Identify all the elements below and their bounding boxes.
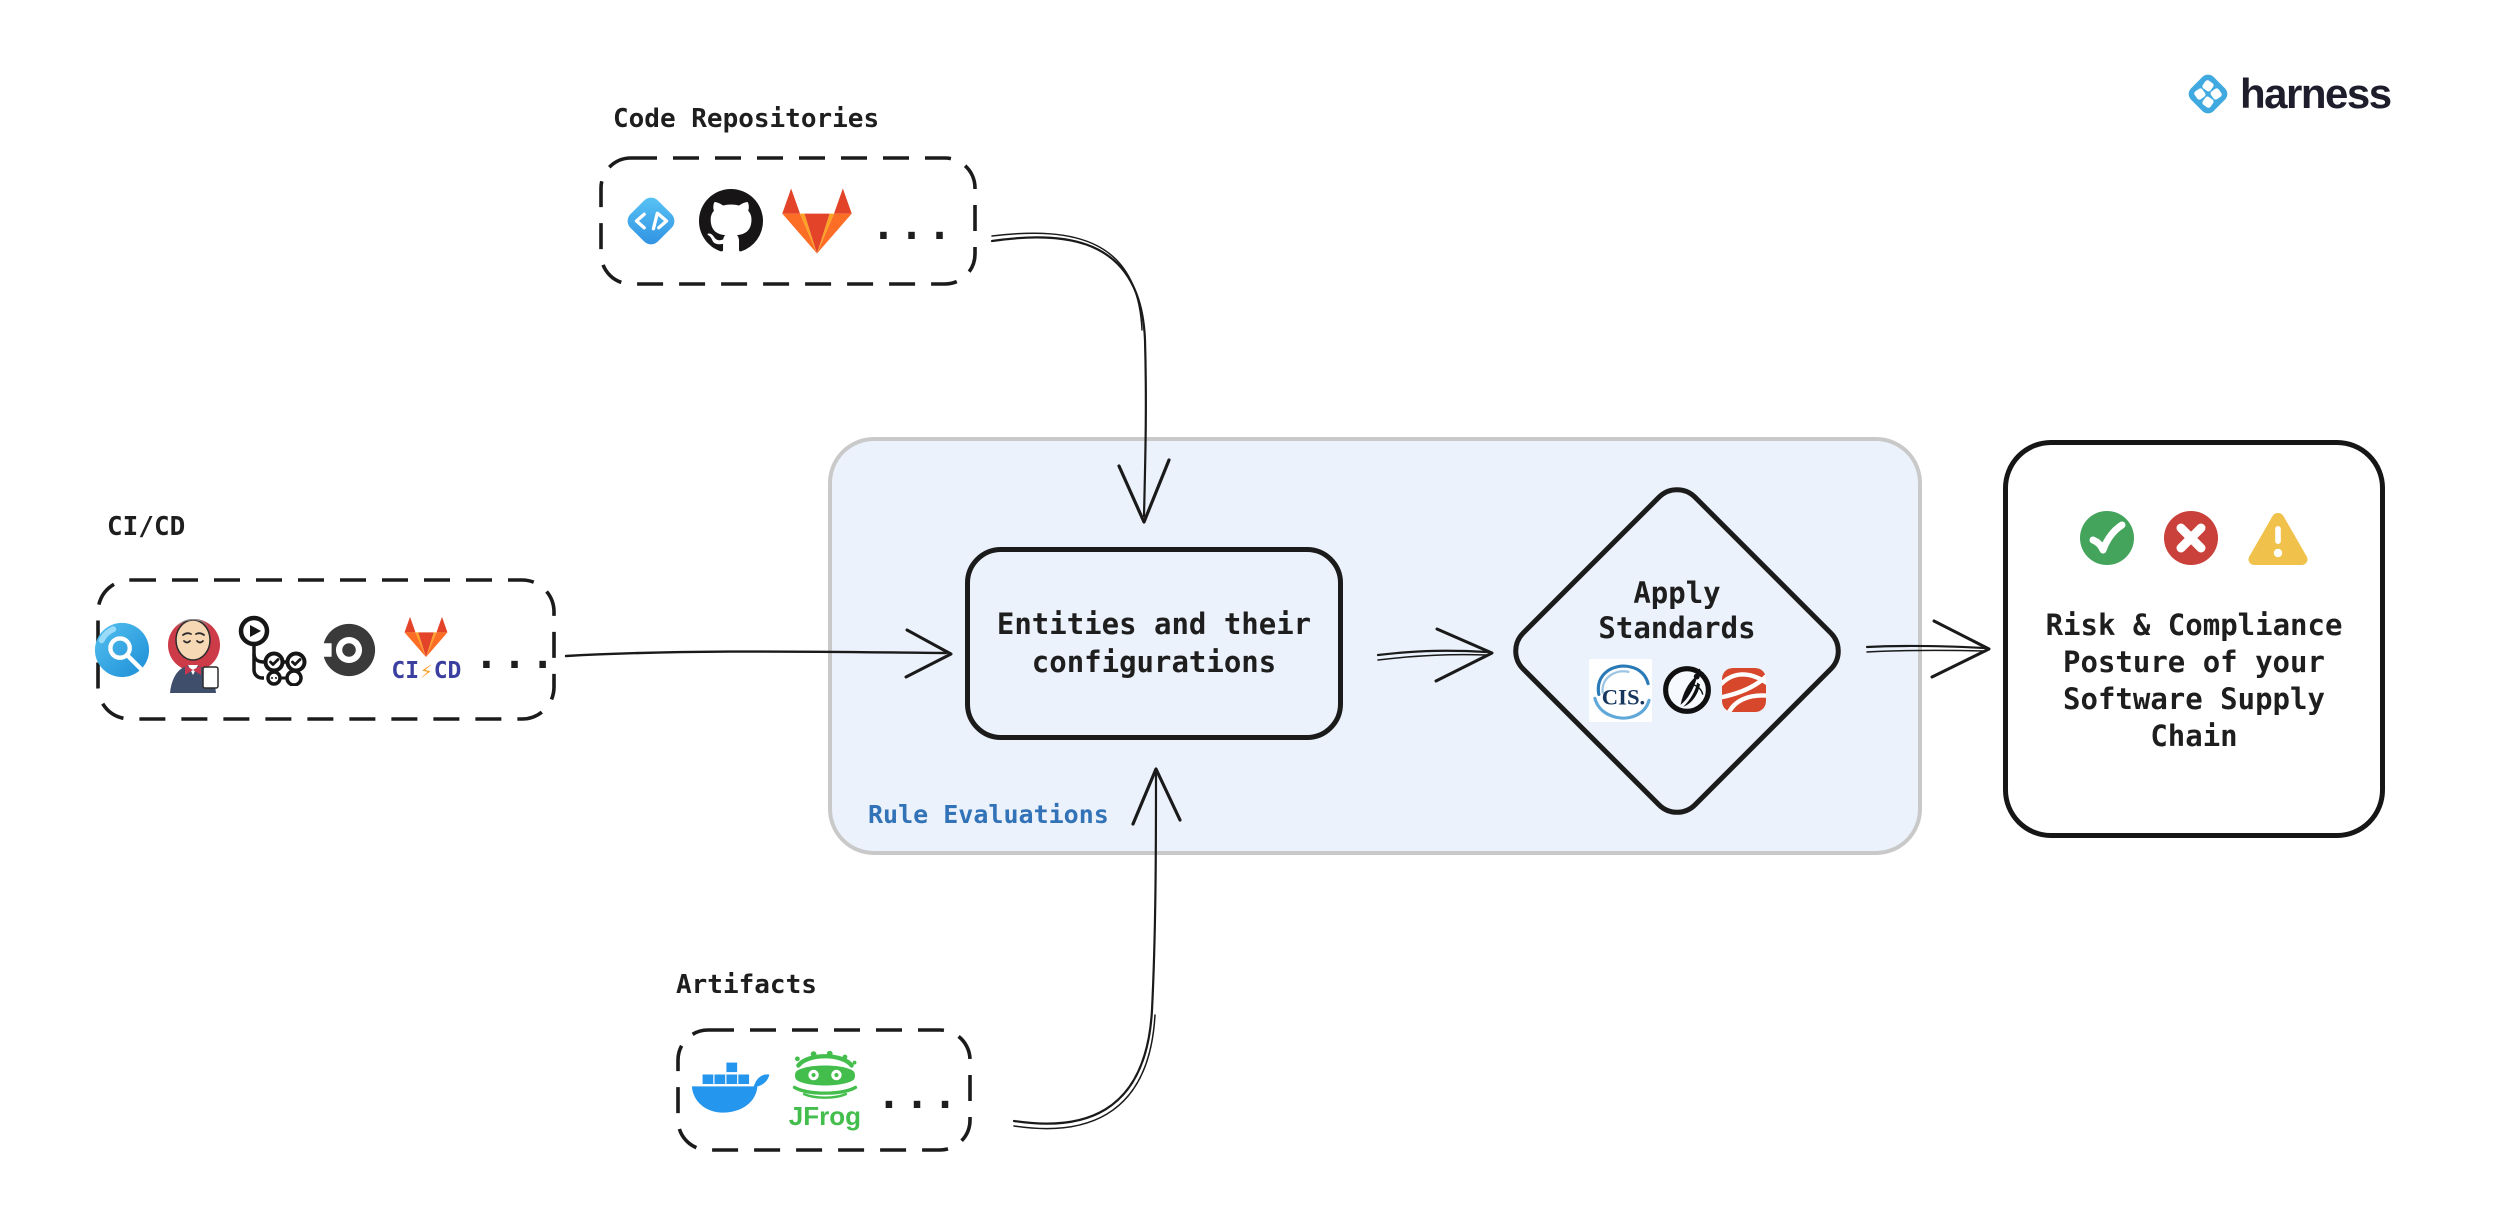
more-ellipsis: ...	[871, 203, 956, 249]
status-icons-row	[2008, 509, 2380, 567]
harness-code-icon	[620, 190, 682, 252]
apply-standards-line2: Standards	[1598, 611, 1756, 646]
harness-logo: harness	[2185, 70, 2392, 118]
jfrog-icon: JFrog	[785, 1051, 865, 1129]
more-ellipsis: ...	[876, 1072, 962, 1118]
risk-line: Risk & Compliance	[2045, 608, 2343, 642]
risk-line: Posture of your	[2063, 645, 2325, 680]
gitlab-ci-text: CI	[391, 658, 420, 684]
harness-logo-text: harness	[2240, 70, 2392, 117]
code-repositories-box: ...	[598, 155, 978, 287]
dashed-frame	[599, 156, 977, 286]
cis-icon: CIS.	[1588, 658, 1652, 722]
dashed-frame	[676, 1028, 972, 1152]
risk-line: Software Supply	[2063, 682, 2325, 717]
cicd-label: CI/CD	[107, 512, 186, 542]
code-repositories-label: Code Repositories	[613, 104, 880, 134]
check-circle-icon	[2078, 509, 2136, 567]
risk-compliance-panel: Risk & Compliance Posture of your Softwa…	[2003, 440, 2385, 838]
artifacts-label: Artifacts	[676, 970, 817, 1000]
entities-box: Entities and their configurations	[965, 547, 1343, 740]
github-actions-icon	[237, 614, 307, 686]
risk-compliance-text: Risk & Compliance Posture of your Softwa…	[2008, 607, 2380, 755]
gitlab-cicd-text: CI ⚡ CD	[391, 660, 461, 683]
red-swoosh-standard-icon	[1721, 668, 1766, 713]
docker-icon	[687, 1059, 773, 1121]
gitlab-cicd-icon: CI ⚡ CD	[391, 616, 461, 683]
lightning-bolt-icon: ⚡	[420, 659, 433, 683]
circleci-icon	[320, 621, 378, 679]
harness-ci-icon	[93, 621, 151, 679]
cis-label: CIS.	[1601, 684, 1644, 709]
jenkins-icon	[164, 607, 224, 693]
x-circle-icon	[2162, 509, 2220, 567]
risk-line: Chain	[2150, 719, 2238, 754]
warning-triangle-icon	[2246, 509, 2310, 567]
jfrog-wordmark: JFrog	[788, 1101, 861, 1131]
standards-icons-row: CIS.	[1544, 658, 1810, 722]
gitlab-tanuki-icon	[403, 616, 449, 658]
entities-box-text: Entities and their configurations	[996, 606, 1312, 679]
owasp-icon	[1661, 664, 1713, 716]
more-ellipsis: ...	[474, 631, 559, 678]
gitlab-cd-text: CD	[433, 658, 462, 684]
harness-logo-icon	[2185, 71, 2231, 117]
apply-standards-content: Apply Standards CIS.	[1544, 576, 1810, 722]
gitlab-icon	[780, 187, 854, 255]
github-icon	[699, 189, 764, 253]
artifacts-box: JFrog ...	[675, 1027, 973, 1153]
rule-evaluations-label: Rule Evaluations	[868, 800, 1109, 829]
apply-standards-line1: Apply	[1633, 576, 1721, 610]
cicd-box: CI ⚡ CD ...	[95, 577, 557, 722]
